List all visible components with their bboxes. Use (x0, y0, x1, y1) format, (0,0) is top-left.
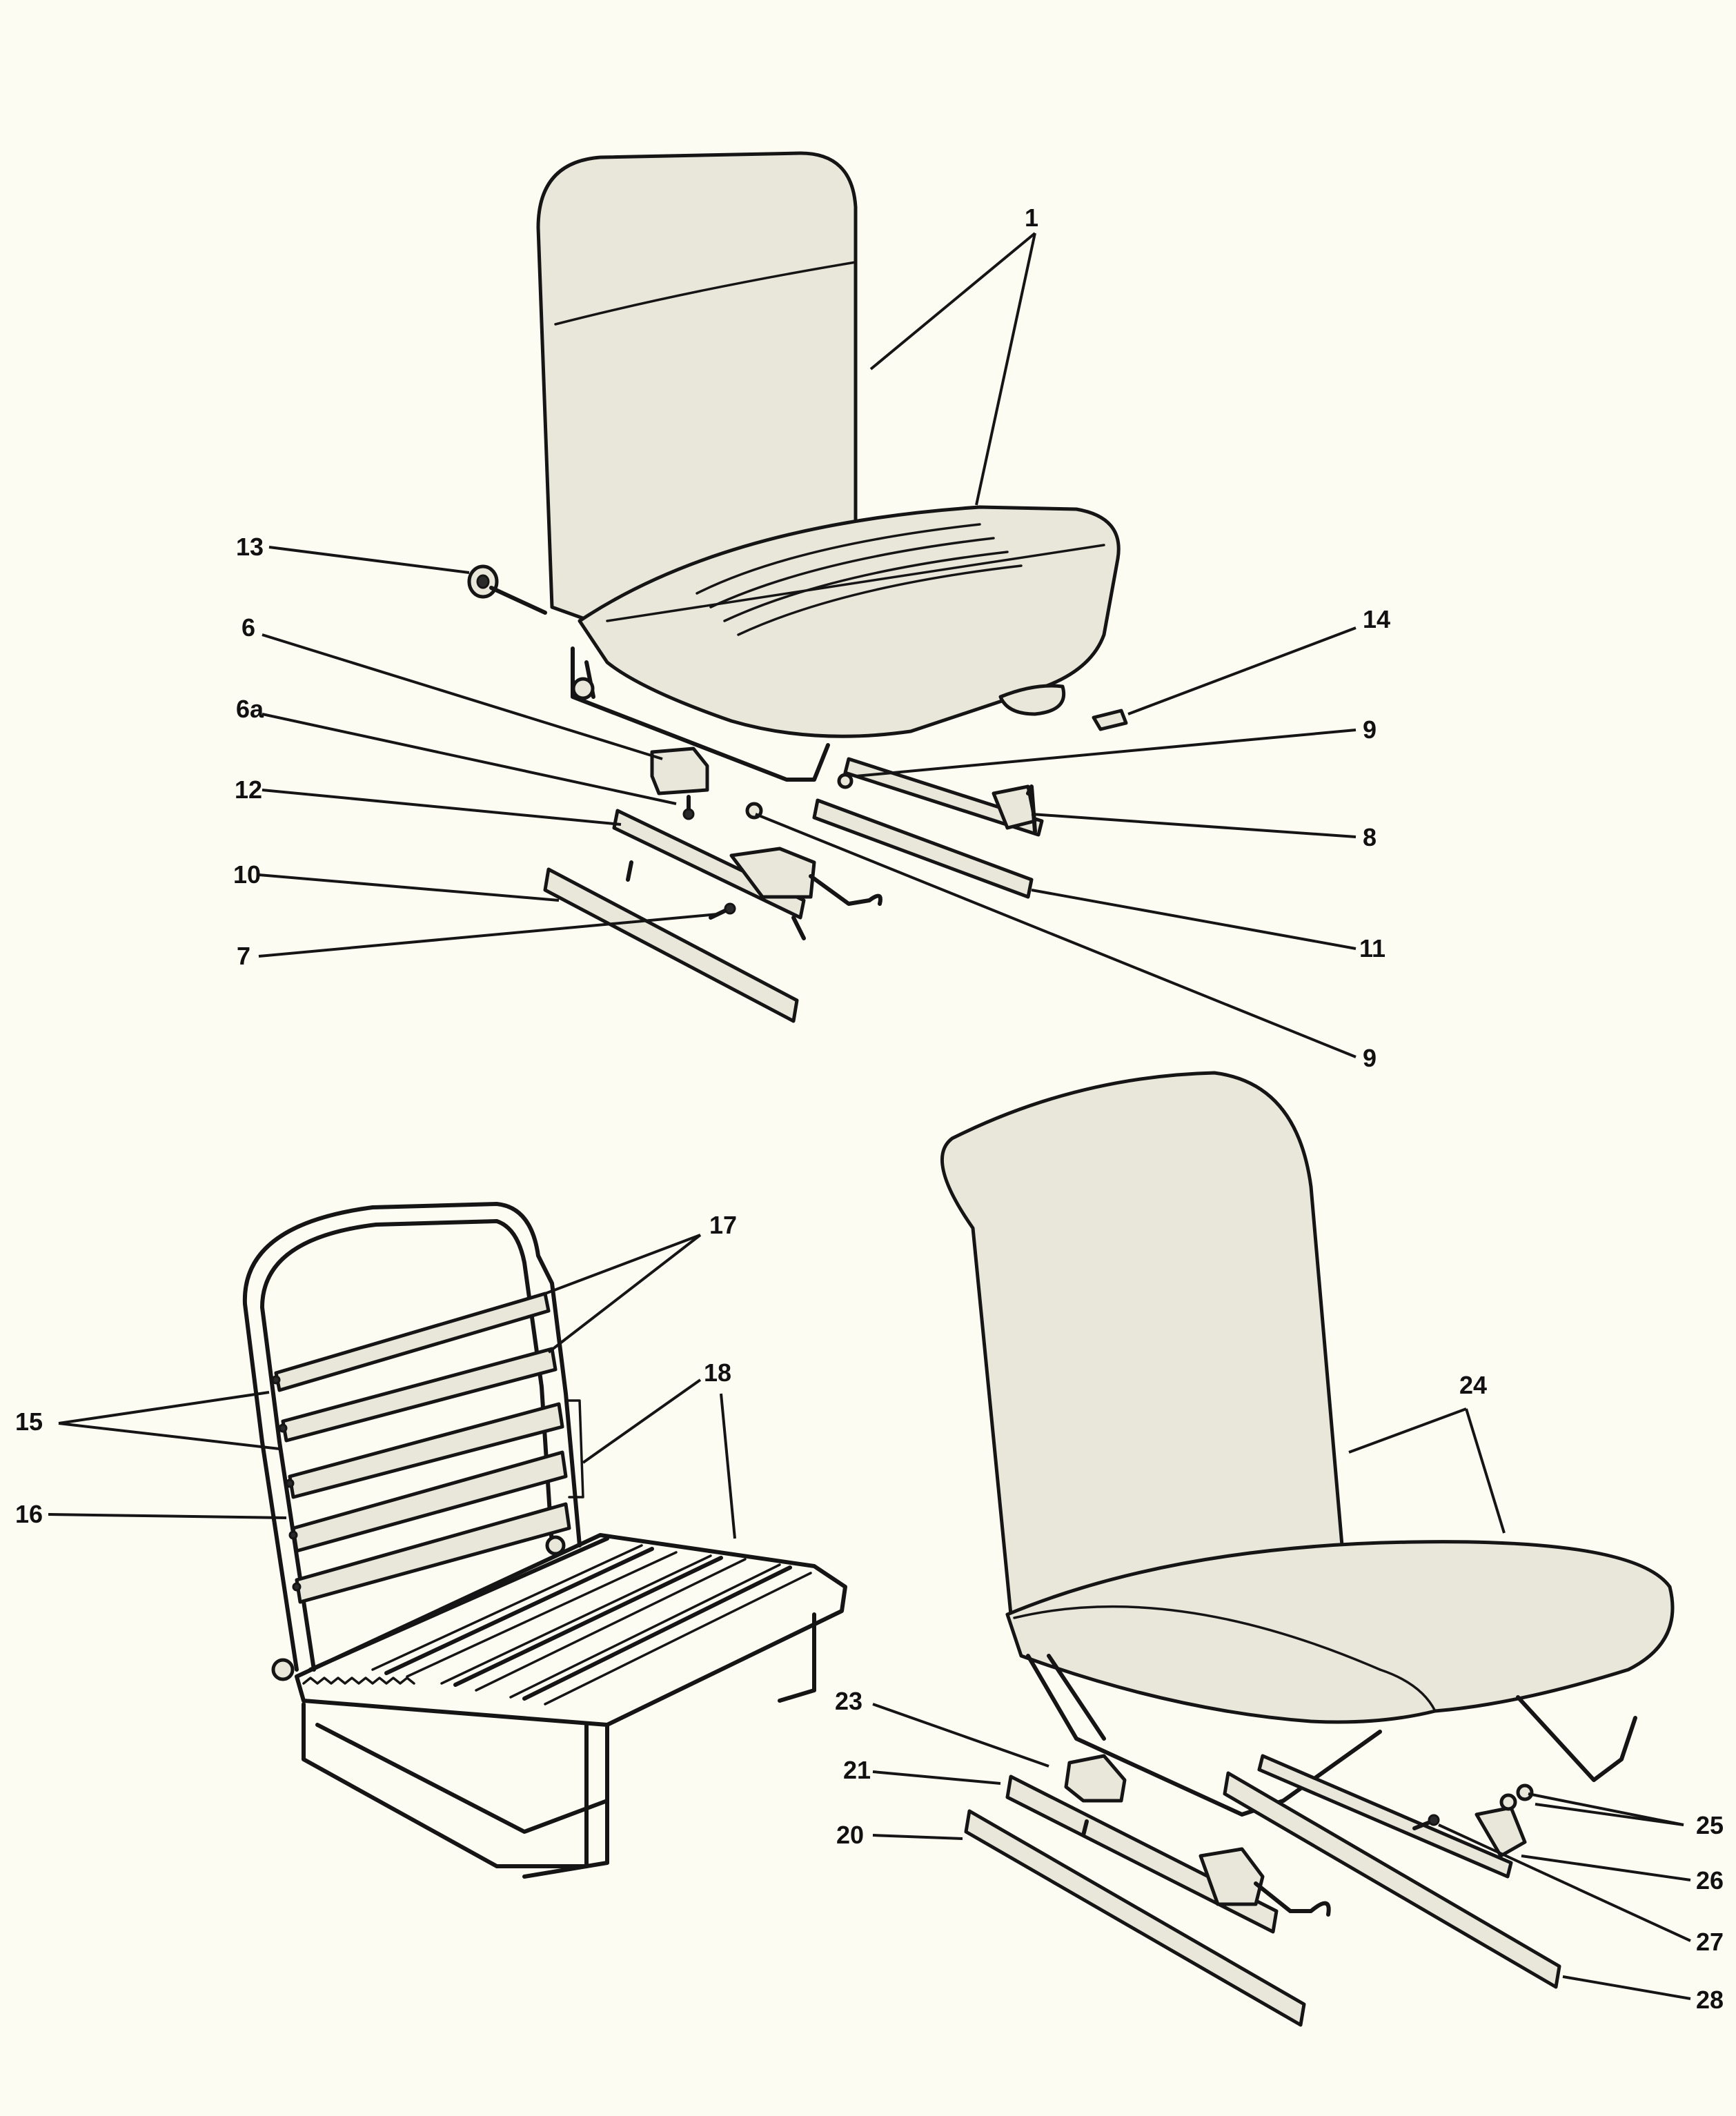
callout-23: 23 (835, 1687, 863, 1715)
bracket (650, 746, 709, 795)
callout-7: 7 (237, 942, 251, 970)
callout-1: 1 (1025, 204, 1039, 232)
top-seat-assembly (536, 151, 1121, 782)
callout-21: 21 (843, 1756, 871, 1784)
right-seat-cushion (1005, 1540, 1675, 1724)
callout-10: 10 (233, 860, 262, 889)
left-slide-rail (612, 809, 882, 940)
callout-6: 6 (241, 613, 256, 642)
callout-28: 28 (1696, 1986, 1724, 2014)
right-seat-backrest (940, 1071, 1344, 1616)
adjust-knob (467, 564, 547, 615)
right-fixed-rail (812, 798, 1034, 899)
small-clip (1092, 709, 1128, 731)
callout-13: 13 (236, 533, 264, 561)
callout-8: 8 (1363, 823, 1377, 851)
callout-16: 16 (15, 1500, 43, 1528)
callout-15: 15 (15, 1407, 43, 1436)
left-fixed-rail (543, 867, 799, 1023)
callout-18: 18 (704, 1358, 732, 1387)
callout-27: 27 (1696, 1928, 1724, 1956)
callout-6a: 6a (236, 695, 264, 723)
callout-20: 20 (836, 1821, 865, 1849)
callout-14: 14 (1363, 605, 1391, 633)
top-seat-parts (467, 564, 1128, 1023)
callout-9-lower: 9 (1363, 1044, 1377, 1072)
callout-26: 26 (1696, 1866, 1724, 1895)
callout-25: 25 (1696, 1811, 1724, 1839)
leader-lines (48, 232, 1691, 2000)
seat-frame-assembly (242, 1202, 847, 1879)
callout-24: 24 (1459, 1371, 1488, 1399)
callout-9-upper: 9 (1363, 715, 1377, 744)
callout-12: 12 (235, 775, 263, 804)
right-slide-rail (843, 757, 1044, 837)
callout-17: 17 (709, 1211, 738, 1239)
right-seat-assembly (940, 1071, 1675, 2027)
callout-11: 11 (1359, 934, 1386, 962)
